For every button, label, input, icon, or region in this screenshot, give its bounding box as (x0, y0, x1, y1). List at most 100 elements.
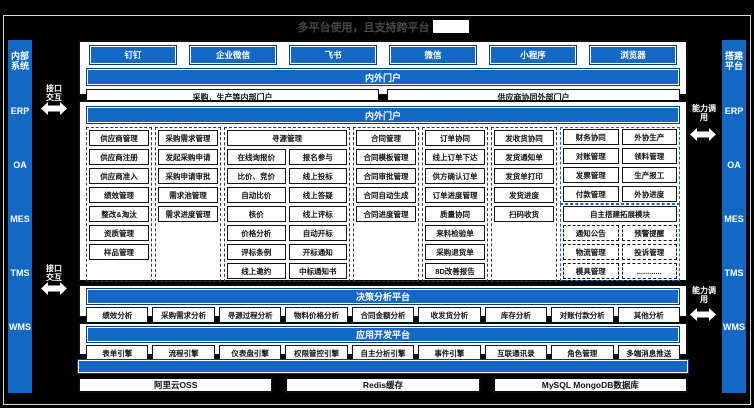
group-demand: 采购需求管理发起采购申请采购申请审批需求池管理需求进度管理 (155, 127, 221, 282)
module-box: 外协生产 (621, 129, 677, 145)
module-box: 发收货协同 (494, 130, 554, 146)
system-item: ERP (724, 105, 744, 116)
module-box: 比价、竞价 (227, 168, 286, 184)
module-box: 发起采购申请 (158, 149, 218, 165)
module-box: 8D改善报告 (425, 263, 485, 279)
system-item: OA (13, 159, 27, 170)
double-arrow-icon (41, 282, 67, 295)
module-box: 线上投标 (288, 168, 347, 184)
system-item: MES (10, 213, 30, 224)
system-item: TMS (10, 267, 30, 278)
module-box: 外协进度 (621, 186, 677, 202)
decision-panel-bar: 决策分析平台 (87, 289, 679, 304)
left-link-label-top: 接口交互 (46, 84, 62, 103)
module-box: 订单协同 (425, 130, 485, 146)
double-arrow-icon (690, 308, 716, 321)
group-contract: 合同管理合同模板管理合同审批管理合同自动生成合同进度管理 (353, 127, 419, 282)
module-box: 发货单打印 (494, 168, 554, 184)
engine-box: 互联通讯录 (484, 345, 548, 361)
storage-box: 阿里云OSS (78, 377, 274, 393)
module-box: 供应商管理 (89, 130, 149, 146)
app-button: 钉钉 (90, 46, 176, 64)
module-box: 中标通知书 (288, 263, 347, 279)
group-finance-outsource: 财务协同外协生产对账管理领料管理发票管理生产报工付款管理外协进度 (560, 127, 680, 204)
engine-box: 自主分析引擎 (351, 345, 415, 361)
module-box: 绩效管理 (89, 187, 149, 203)
module-box: 领料管理 (621, 148, 677, 164)
module-box: 物流管理 (563, 244, 619, 260)
analysis-box: 物料价格分析 (285, 307, 348, 323)
engine-box: 角色管理 (551, 345, 614, 361)
module-box: 扫码收货 (494, 206, 554, 222)
engine-box: 多端消息推送 (617, 345, 680, 361)
group-sourcing: 寻源管理 在线询报价报名参与比价、竞价线上投标自动比价线上答疑核价线上评标价格分… (224, 127, 350, 282)
page-title: 多平台使用，且支持跨平台 (78, 19, 688, 35)
decision-row: 绩效分析采购需求分析寻源过程分析物料价格分析合同金额分析收发货分析库存分析对账付… (86, 307, 680, 323)
module-box: 来料检验单 (425, 225, 485, 241)
module-box: 评标条例 (227, 244, 286, 260)
storage-box: MySQL MongoDB数据库 (492, 377, 688, 393)
module-box: 对账管理 (563, 148, 619, 164)
app-button: 企业微信 (190, 46, 276, 64)
build-platform-header: 搭建平台 (724, 51, 743, 71)
group-sourcing-header: 寻源管理 (227, 130, 347, 146)
engine-box: 权限管控引擎 (285, 345, 348, 361)
module-panel: 内外门户 供应商管理供应商注册供应商准入绩效管理整改&淘汰资质管理样品管理 采购… (78, 100, 688, 282)
analysis-box: 寻源过程分析 (218, 307, 282, 323)
engine-box: 表单引擎 (86, 345, 149, 361)
app-button: 浏览器 (590, 46, 676, 64)
devplat-panel: 应用开发平台 表单引擎流程引擎仪表盘引擎权限管控引擎自主分析引擎事件引擎互联通讯… (78, 322, 688, 361)
module-box: 合同自动生成 (356, 187, 416, 203)
module-box: 采购申请审批 (158, 168, 218, 184)
right-link-label-top: 能力调用 (692, 104, 716, 123)
module-box: 报名参与 (288, 149, 347, 165)
module-box: 样品管理 (89, 244, 149, 260)
devplat-panel-bar: 应用开发平台 (87, 327, 679, 342)
group-extension: 自主搭建拓展模块 通知公告预警提醒物流管理投诉管理模具管理...........… (560, 204, 680, 281)
storage-box: Redis缓存 (285, 377, 481, 393)
module-box: 线上评标 (288, 206, 347, 222)
module-box: 采购需求管理 (158, 130, 218, 146)
group-supplier: 供应商管理供应商注册供应商准入绩效管理整改&淘汰资质管理样品管理 (86, 127, 152, 282)
module-box: ............ (621, 263, 677, 279)
app-button: 飞书 (290, 46, 376, 64)
group-finance-outsource-stack: 财务协同外协生产对账管理领料管理发票管理生产报工付款管理外协进度 自主搭建拓展模… (560, 127, 680, 281)
system-item: ERP (10, 105, 30, 116)
engine-box: 事件引擎 (418, 345, 481, 361)
app-button: 小程序 (490, 46, 576, 64)
module-grid: 供应商管理供应商注册供应商准入绩效管理整改&淘汰资质管理样品管理 采购需求管理发… (86, 127, 680, 282)
module-box: 开标通知 (288, 244, 347, 260)
module-box: 合同模板管理 (356, 149, 416, 165)
module-box: 发货进度 (494, 187, 554, 203)
module-box: 线上订单下达 (425, 149, 485, 165)
storage-row: 阿里云OSS Redis缓存 MySQL MongoDB数据库 (78, 377, 688, 393)
module-box: 在线询报价 (227, 149, 286, 165)
system-item: WMS (723, 321, 745, 332)
module-box: 供应商注册 (89, 149, 149, 165)
module-box: 供应商准入 (89, 168, 149, 184)
group-shipping: 发收货协同发货通知单发货单打印发货进度扫码收货 (491, 127, 557, 282)
group-extension-header: 自主搭建拓展模块 (563, 206, 677, 222)
module-box: 供方确认订单 (425, 168, 485, 184)
portal-bar: 内外门户 (87, 69, 679, 85)
module-box: 合同审批管理 (356, 168, 416, 184)
module-box: 采购退货单 (425, 244, 485, 260)
module-box: 合同管理 (356, 130, 416, 146)
system-item: TMS (724, 267, 744, 278)
module-box: 自动开标 (288, 225, 347, 241)
decision-panel: 决策分析平台 绩效分析采购需求分析寻源过程分析物料价格分析合同金额分析收发货分析… (78, 284, 688, 323)
app-button-row: 钉钉企业微信飞书微信小程序浏览器 (86, 46, 680, 64)
system-item: WMS (9, 321, 31, 332)
analysis-box: 合同金额分析 (351, 307, 415, 323)
module-box: 生产报工 (621, 167, 677, 183)
module-box: 整改&淘汰 (89, 206, 149, 222)
module-box: 预警提醒 (621, 225, 677, 241)
module-box: 需求进度管理 (158, 206, 218, 222)
devplat-row: 表单引擎流程引擎仪表盘引擎权限管控引擎自主分析引擎事件引擎互联通讯录角色管理多端… (86, 345, 680, 361)
left-link-label-bottom: 接口交互 (46, 264, 62, 283)
module-box: 发货通知单 (494, 149, 554, 165)
